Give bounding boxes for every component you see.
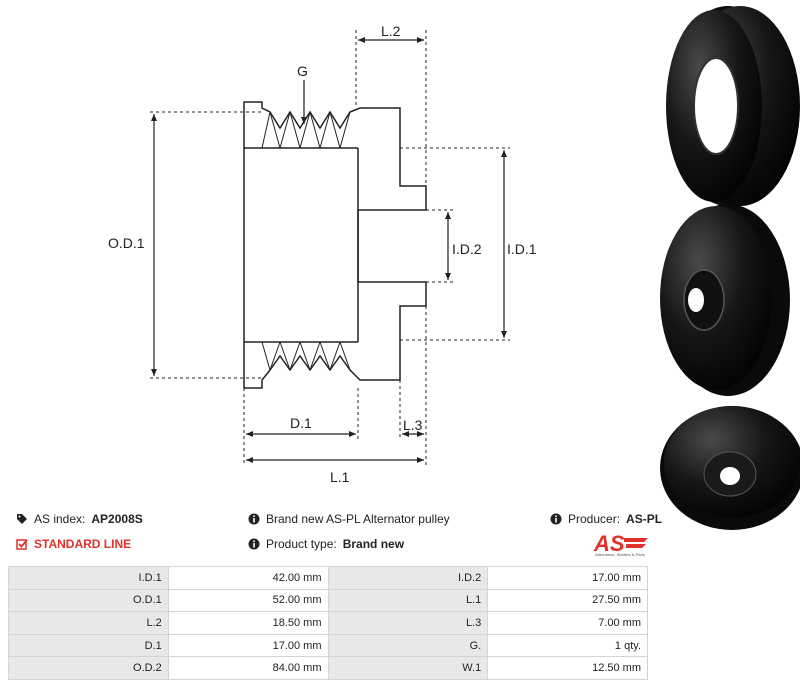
producer-value: AS-PL: [626, 512, 663, 526]
info-icon: [248, 538, 260, 550]
spec-value: 1 qty.: [487, 633, 648, 658]
label-l1: L.1: [330, 469, 350, 485]
spec-value: 7.00 mm: [487, 611, 648, 635]
spec-label: I.D.2: [327, 566, 489, 590]
spec-value: 17.00 mm: [167, 633, 329, 658]
spec-value: 12.50 mm: [487, 656, 648, 680]
spec-label: W.1: [327, 656, 489, 680]
standard-line-text: STANDARD LINE: [34, 537, 132, 551]
label-l3: L.3: [403, 417, 423, 433]
as-index: AS index: AP2008S: [16, 512, 143, 526]
pulley-photo-angled: [660, 204, 790, 396]
standard-line-badge: STANDARD LINE: [16, 537, 131, 551]
as-index-label: AS index:: [34, 512, 86, 526]
spec-label: L.2: [8, 611, 169, 635]
spec-value: 27.50 mm: [487, 588, 648, 613]
tag-icon: [17, 514, 27, 524]
description: Brand new AS-PL Alternator pulley: [248, 512, 450, 526]
spec-value: 52.00 mm: [167, 588, 329, 613]
spec-value: 18.50 mm: [167, 611, 329, 635]
as-index-value: AP2008S: [91, 512, 143, 526]
pulley-photo-side: [666, 6, 800, 206]
product-type-label: Product type:: [266, 537, 337, 551]
spec-label: O.D.1: [8, 588, 169, 613]
info-icon: [550, 513, 562, 525]
product-type-value: Brand new: [342, 537, 405, 551]
logo-tagline: Alternators, Starters & Parts: [595, 552, 645, 557]
info-icon: [248, 513, 260, 525]
pulley-outline: [243, 101, 427, 389]
spec-label: I.D.1: [8, 566, 169, 590]
pulley-photo-front: [660, 406, 800, 530]
spec-value: 42.00 mm: [167, 566, 329, 590]
spec-label: O.D.2: [8, 656, 169, 680]
technical-drawing: G L.2 O.D.1 I.D.2 I.D.1 D.1 L.3 L.1: [108, 23, 537, 485]
checkbox-icon: [16, 539, 28, 550]
label-d1: D.1: [290, 415, 312, 431]
spec-label: G.: [327, 633, 489, 658]
label-id1: I.D.1: [507, 241, 537, 257]
product-photos: [660, 6, 800, 530]
logo-text: AS: [593, 531, 625, 556]
product-type: Product type: Brand new: [248, 537, 404, 551]
label-g: G: [297, 63, 308, 79]
label-od1: O.D.1: [108, 235, 145, 251]
spec-label: D.1: [8, 633, 169, 658]
producer-label: Producer:: [568, 512, 621, 526]
spec-value: 84.00 mm: [167, 656, 329, 680]
description-text: Brand new AS-PL Alternator pulley: [266, 512, 450, 526]
label-l2: L.2: [381, 23, 401, 39]
spec-label: L.1: [327, 588, 489, 613]
label-id2: I.D.2: [452, 241, 482, 257]
producer: Producer: AS-PL: [550, 512, 662, 526]
spec-label: L.3: [327, 611, 489, 635]
as-pl-logo: AS: [593, 531, 648, 556]
spec-value: 17.00 mm: [487, 566, 648, 590]
